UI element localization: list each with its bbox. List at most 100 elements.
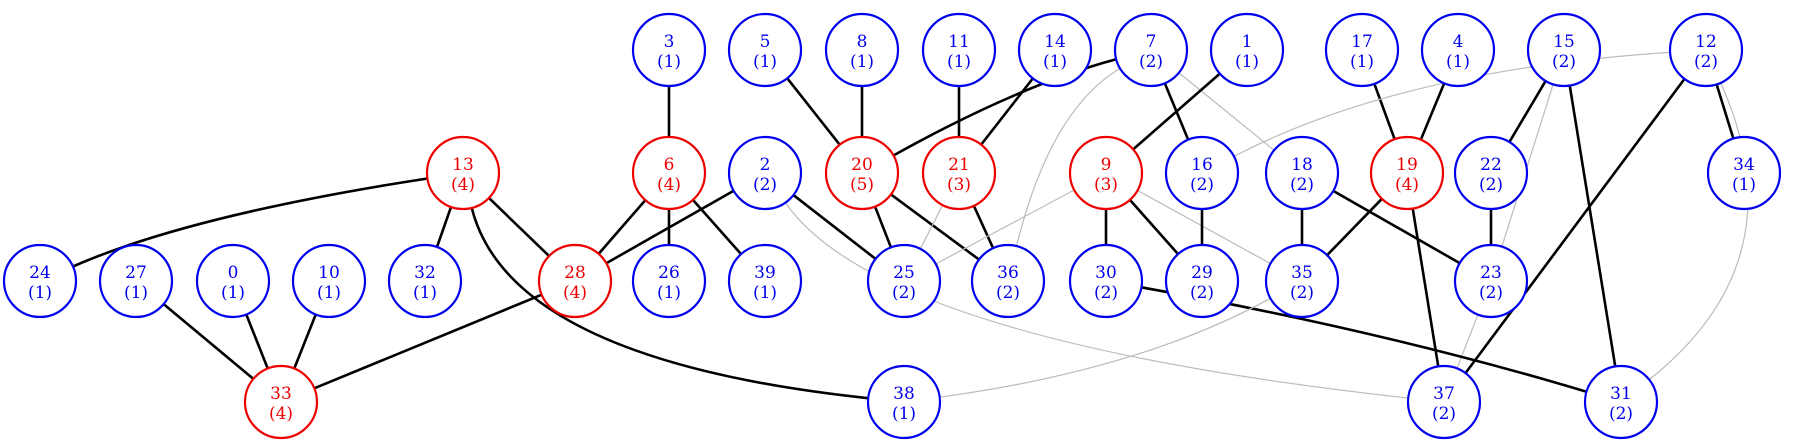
node-count-label: (2)	[1290, 283, 1314, 303]
node-0: 0(1)	[195, 243, 271, 319]
node-15: 15(2)	[1526, 12, 1602, 88]
graph-nodes: 3(1)5(1)8(1)11(1)14(1)7(2)1(1)17(1)4(1)1…	[2, 12, 1782, 440]
edge-14-21	[980, 77, 1034, 146]
edge-0-33	[245, 313, 269, 370]
node-id-label: 27	[125, 263, 147, 283]
node-circle	[1526, 12, 1602, 88]
node-count-label: (1)	[1235, 52, 1259, 72]
node-circle	[425, 135, 501, 211]
node-circle	[970, 243, 1046, 319]
node-count-label: (4)	[657, 175, 681, 195]
node-id-label: 4	[1453, 32, 1464, 52]
node-count-label: (2)	[1094, 283, 1118, 303]
node-id-label: 28	[564, 263, 586, 283]
edge-21-36	[972, 205, 995, 249]
node-13: 13(4)	[425, 135, 501, 211]
node-count-label: (2)	[1139, 52, 1163, 72]
node-circle	[387, 243, 463, 319]
edge-21-25	[919, 204, 944, 250]
node-circle	[1453, 243, 1529, 319]
node-id-label: 5	[760, 32, 771, 52]
node-count-label: (4)	[1395, 175, 1419, 195]
node-circle	[921, 135, 997, 211]
node-circle	[291, 243, 367, 319]
node-id-label: 25	[893, 263, 915, 283]
node-circle	[1420, 12, 1496, 88]
node-count-label: (2)	[1694, 52, 1718, 72]
edge-13-38	[470, 207, 869, 400]
node-19: 19(4)	[1369, 135, 1445, 211]
node-count-label: (1)	[28, 283, 52, 303]
node-count-label: (1)	[657, 283, 681, 303]
node-27: 27(1)	[98, 243, 174, 319]
node-id-label: 19	[1396, 155, 1418, 175]
edge-2-25	[792, 194, 877, 260]
node-28: 28(4)	[537, 243, 613, 319]
node-10: 10(1)	[291, 243, 367, 319]
edge-12-37	[1464, 78, 1686, 374]
node-16: 16(2)	[1164, 135, 1240, 211]
node-id-label: 30	[1095, 263, 1117, 283]
node-count-label: (3)	[947, 175, 971, 195]
node-id-label: 24	[29, 263, 51, 283]
node-5: 5(1)	[727, 12, 803, 88]
node-3: 3(1)	[631, 12, 707, 88]
node-circle	[631, 135, 707, 211]
edge-13-24	[72, 177, 428, 268]
node-count-label: (1)	[753, 52, 777, 72]
node-count-label: (2)	[1190, 283, 1214, 303]
node-circle	[1164, 243, 1240, 319]
edge-1-9	[1132, 72, 1221, 151]
node-id-label: 38	[893, 384, 915, 404]
edge-15-23	[1501, 84, 1554, 247]
node-circle	[824, 12, 900, 88]
node-17: 17(1)	[1324, 12, 1400, 88]
node-id-label: 20	[851, 155, 873, 175]
node-circle	[1369, 135, 1445, 211]
edge-19-37	[1411, 208, 1440, 367]
node-id-label: 0	[228, 263, 239, 283]
node-4: 4(1)	[1420, 12, 1496, 88]
node-circle	[727, 243, 803, 319]
node-circle	[866, 243, 942, 319]
node-id-label: 10	[318, 263, 340, 283]
node-id-label: 16	[1191, 155, 1213, 175]
edge-2-28	[605, 189, 735, 265]
node-32: 32(1)	[387, 243, 463, 319]
edge-9-25	[935, 189, 1075, 265]
node-id-label: 17	[1351, 32, 1373, 52]
node-circle	[1264, 135, 1340, 211]
node-21: 21(3)	[921, 135, 997, 211]
node-circle	[1668, 12, 1744, 88]
node-31: 31(2)	[1583, 364, 1659, 440]
node-circle	[727, 12, 803, 88]
node-id-label: 33	[270, 384, 292, 404]
node-count-label: (1)	[317, 283, 341, 303]
node-26: 26(1)	[631, 243, 707, 319]
node-14: 14(1)	[1017, 12, 1093, 88]
node-circle	[727, 135, 803, 211]
node-count-label: (2)	[1552, 52, 1576, 72]
edge-2-37	[784, 202, 1409, 399]
node-id-label: 34	[1733, 155, 1755, 175]
node-circle	[1068, 243, 1144, 319]
node-id-label: 29	[1191, 263, 1213, 283]
edge-35-38	[939, 297, 1271, 398]
node-11: 11(1)	[921, 12, 997, 88]
node-count-label: (2)	[1609, 404, 1633, 424]
node-count-label: (2)	[1190, 175, 1214, 195]
node-id-label: 9	[1101, 155, 1112, 175]
node-circle	[1264, 243, 1340, 319]
edge-4-19	[1419, 82, 1446, 141]
node-count-label: (5)	[850, 175, 874, 195]
edge-9-29	[1128, 199, 1180, 255]
node-36: 36(2)	[970, 243, 1046, 319]
node-33: 33(4)	[243, 364, 319, 440]
node-6: 6(4)	[631, 135, 707, 211]
node-circle	[1453, 135, 1529, 211]
node-id-label: 36	[997, 263, 1019, 283]
node-count-label: (1)	[413, 283, 437, 303]
node-count-label: (4)	[269, 404, 293, 424]
node-35: 35(2)	[1264, 243, 1340, 319]
node-id-label: 2	[760, 155, 771, 175]
